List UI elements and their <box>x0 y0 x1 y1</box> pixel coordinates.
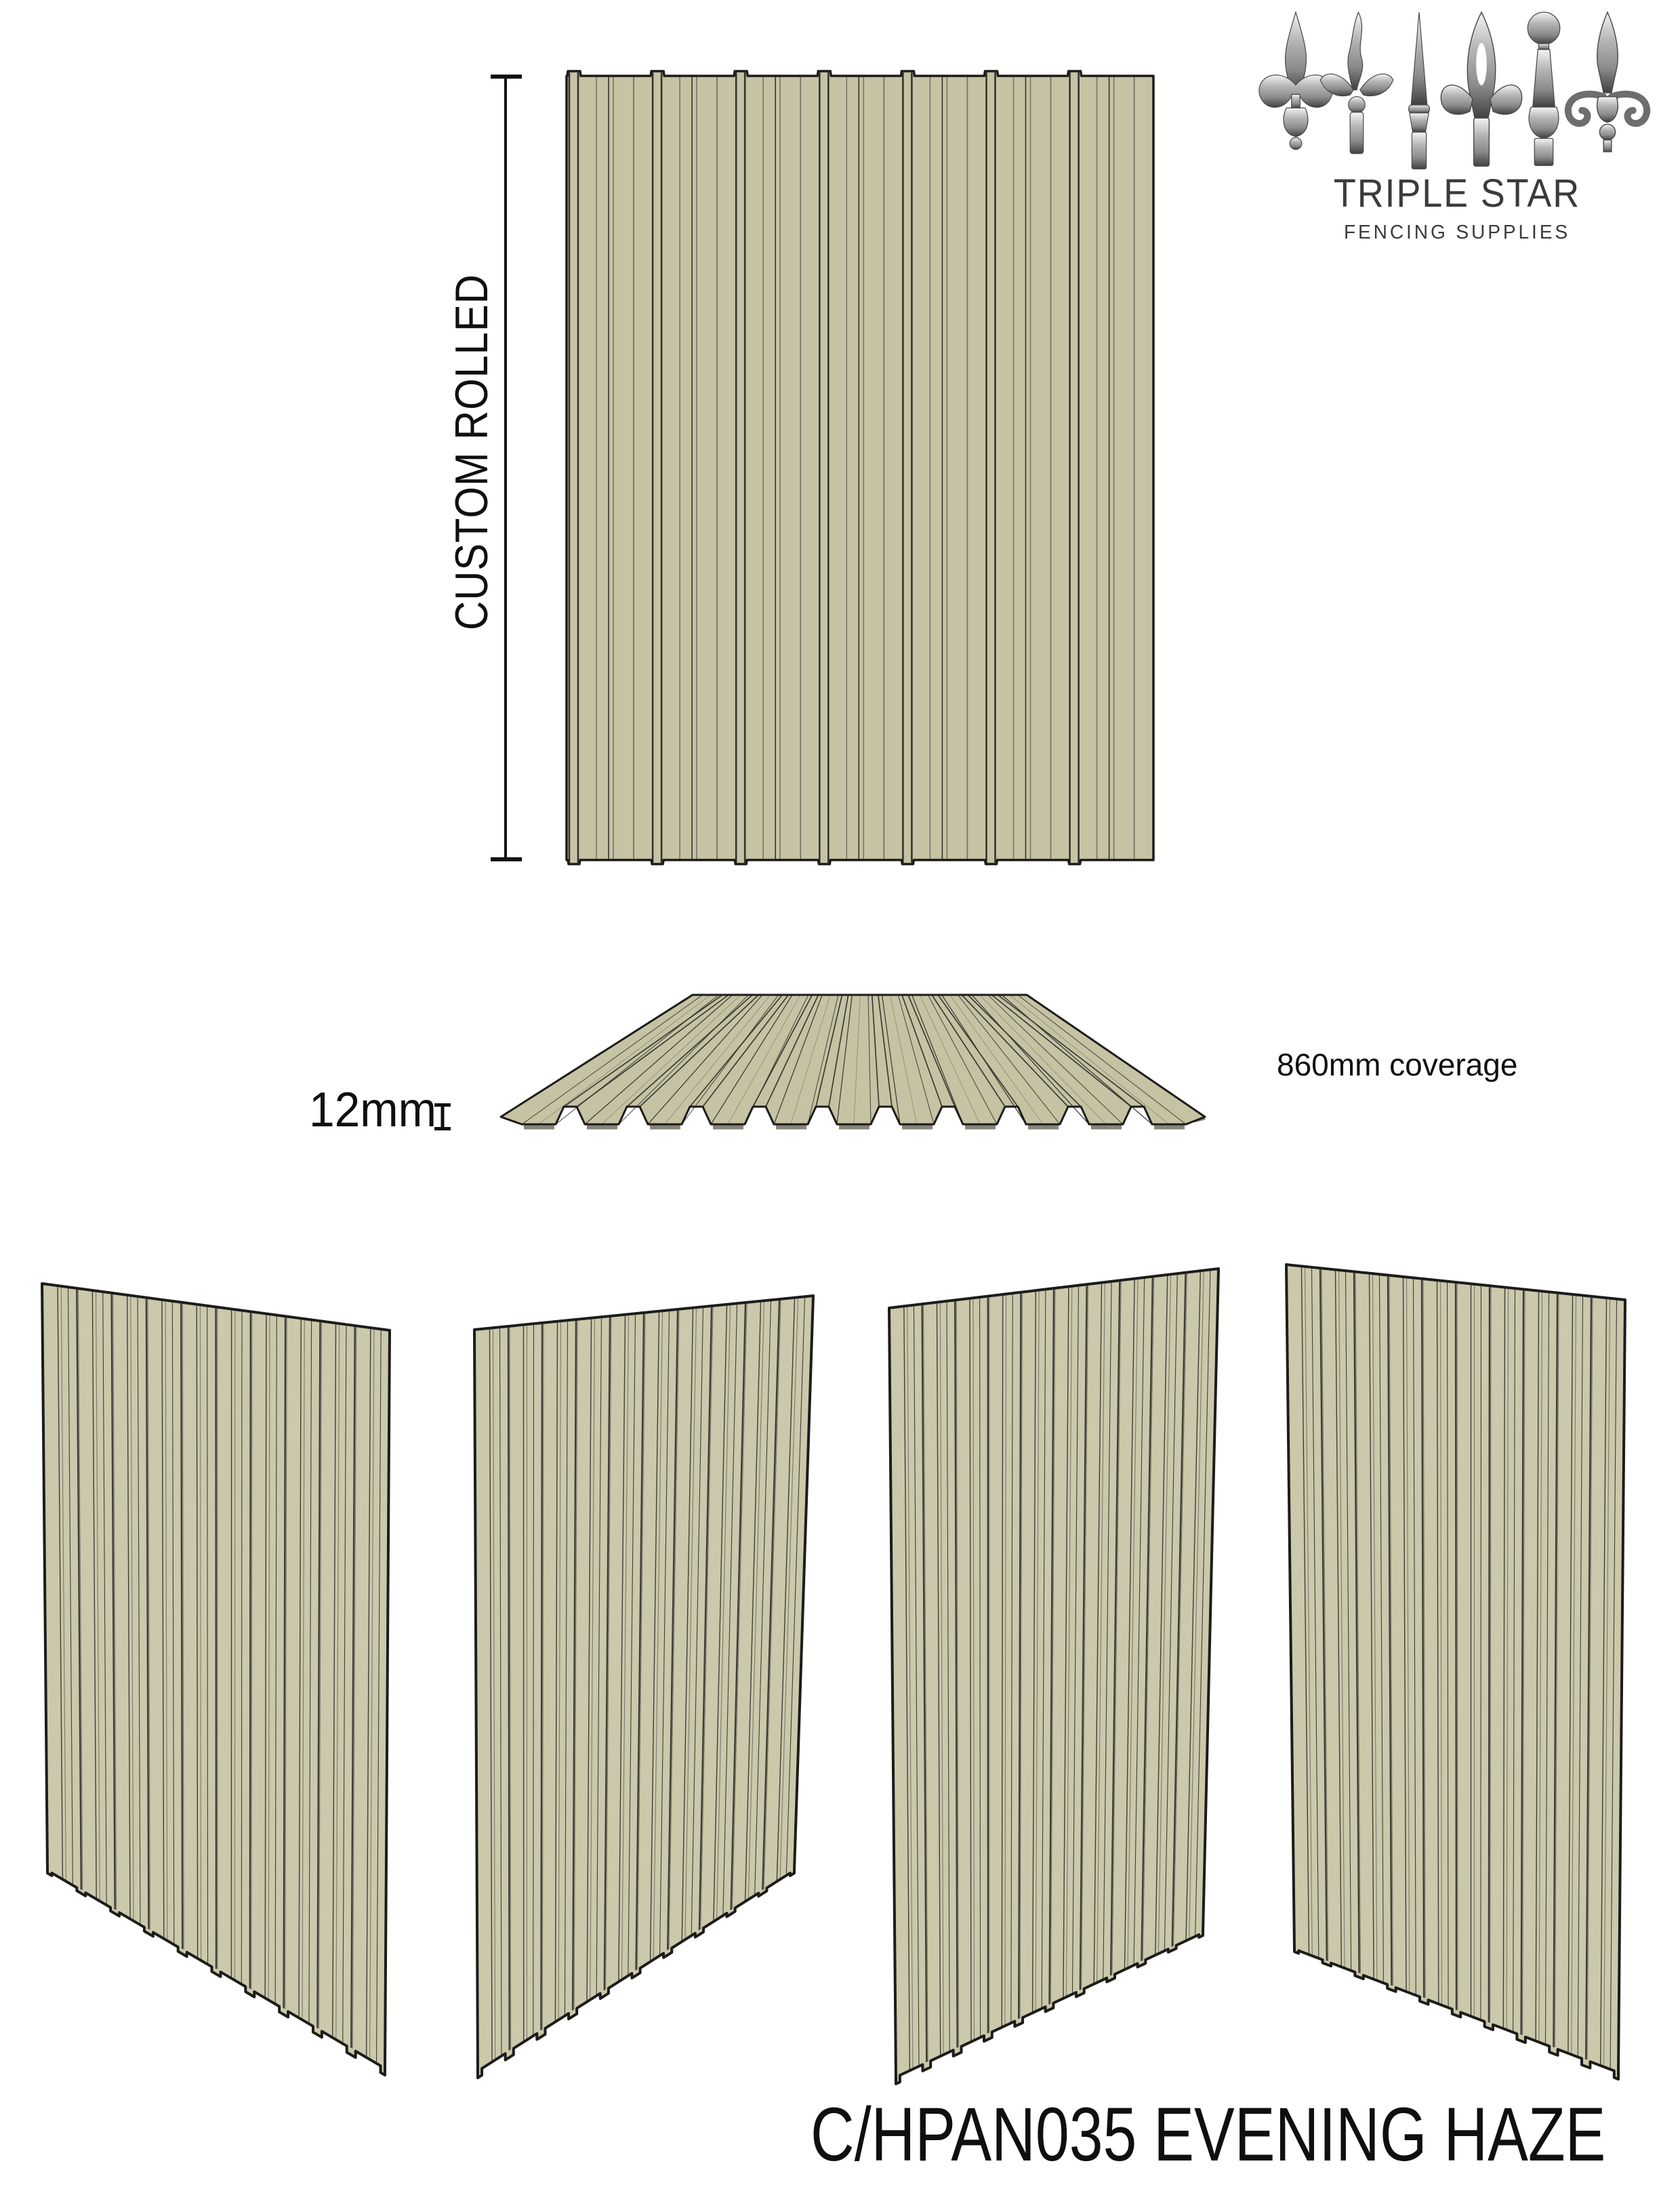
logo-title: TRIPLE STAR <box>1333 171 1581 216</box>
perspective-panel-2 <box>473 1294 815 2079</box>
logo-finials <box>1258 10 1651 169</box>
length-dimension-line <box>491 75 522 861</box>
profile-cross-section-view <box>499 994 1206 1130</box>
perspective-panel-3 <box>888 1267 1220 2085</box>
coverage-label: 860mm coverage <box>1277 1047 1518 1082</box>
scroll-spear-finial-icon <box>1564 11 1651 152</box>
spear-fleur-finial-icon <box>1258 10 1333 150</box>
height-dimension-icon <box>434 1103 451 1134</box>
flame-leaf-finial-icon <box>1319 11 1394 155</box>
ball-top-finial-icon <box>1527 12 1561 166</box>
perspective-panel-4 <box>1285 1263 1626 2081</box>
logo: TRIPLE STAR FENCING SUPPLIES <box>1267 171 1647 244</box>
product-title: C/HPAN035 EVENING HAZE <box>811 2092 1606 2177</box>
custom-rolled-label: CUSTOM ROLLED <box>446 274 497 630</box>
logo-subtitle: FENCING SUPPLIES <box>1343 222 1571 243</box>
perspective-panel-1 <box>41 1282 391 2076</box>
fleur-de-lis-finial-icon <box>1440 11 1523 167</box>
front-elevation-view <box>565 70 1155 865</box>
pike-finial-icon <box>1408 12 1430 169</box>
profile-height-label: 12mm <box>309 1083 437 1137</box>
